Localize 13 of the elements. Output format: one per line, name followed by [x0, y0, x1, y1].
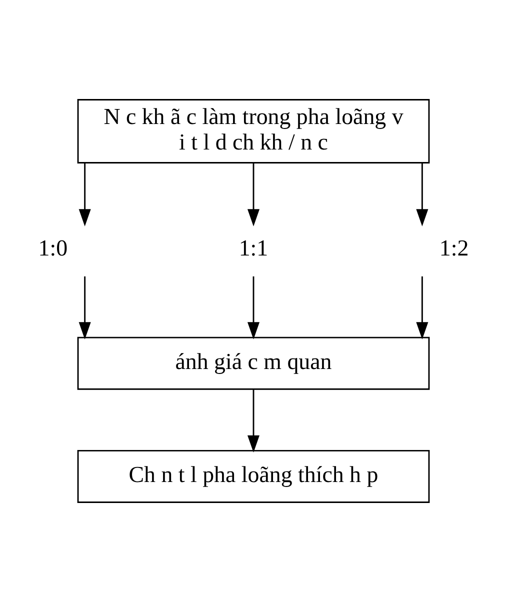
node-box: ánh giá c m quan	[77, 336, 430, 390]
arrow	[416, 162, 428, 226]
node-text: 1:0	[38, 235, 68, 260]
arrow	[247, 389, 260, 452]
arrow	[78, 276, 91, 339]
node-text: 1:1	[238, 235, 268, 260]
node-text: 1:2	[439, 235, 469, 260]
node-box: Ch n t l pha loãng thích h p	[77, 449, 430, 502]
node-box: N c kh ã c làm trong pha loãng v i t l d ch kh / n c	[77, 98, 430, 163]
arrow	[78, 162, 91, 226]
arrow	[247, 162, 260, 226]
arrow	[247, 276, 260, 339]
arrow	[416, 276, 428, 339]
